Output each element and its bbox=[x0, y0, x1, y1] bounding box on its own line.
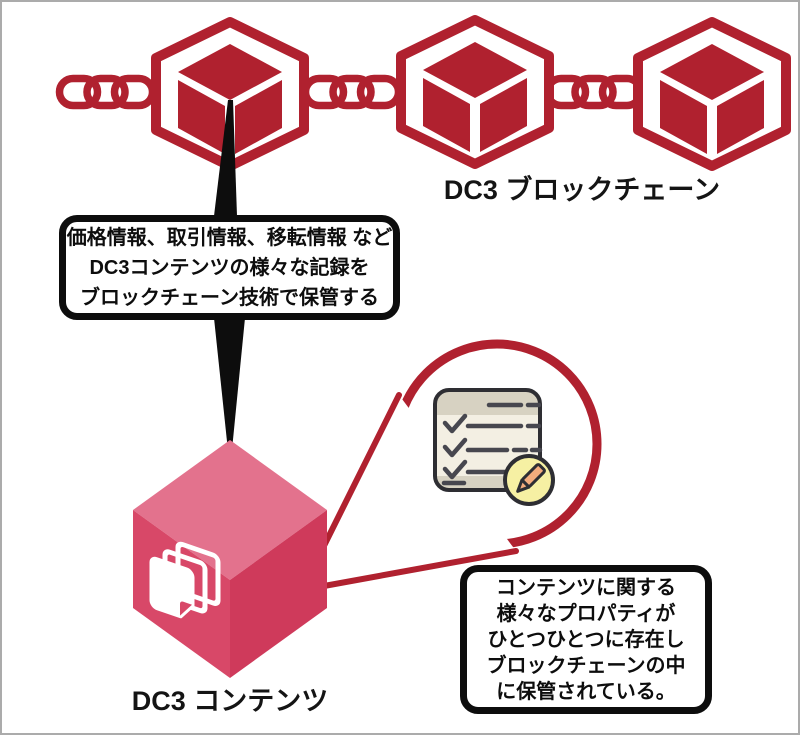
callout-line: ひとつひとつに存在し bbox=[487, 628, 685, 651]
callout-line: ブロックチェーンの中 bbox=[486, 654, 686, 677]
chain-link-icon bbox=[548, 79, 641, 106]
callout-line: コンテンツに関する bbox=[496, 576, 676, 599]
chain-link-icon bbox=[60, 79, 153, 106]
documents-icon bbox=[149, 541, 221, 619]
blockchain-label: DC3 ブロックチェーン bbox=[443, 175, 721, 205]
callout-line: ブロックチェーン技術で保管する bbox=[80, 286, 379, 309]
blockchain-cube-icon bbox=[638, 22, 786, 166]
callout-line: 様々なプロパティが bbox=[496, 602, 676, 625]
callout-line: に保管されている。 bbox=[496, 680, 676, 703]
chain-link-icon bbox=[306, 79, 399, 106]
pencil-icon bbox=[503, 454, 555, 506]
content-cube-icon bbox=[133, 440, 327, 678]
callout-line: 価格情報、取引情報、移転情報 など bbox=[66, 226, 393, 249]
properties-callout: コンテンツに関する 様々なプロパティが ひとつひとつに存在し ブロックチェーンの… bbox=[460, 565, 712, 714]
callout-line: DC3コンテンツの様々な記録を bbox=[89, 256, 370, 279]
pointer-wedge-bottom bbox=[214, 318, 245, 470]
pointer-wedge-top bbox=[214, 100, 237, 216]
content-cube-label: DC3 コンテンツ bbox=[131, 686, 329, 716]
price-info-callout: 価格情報、取引情報、移転情報 など DC3コンテンツの様々な記録を ブロックチェ… bbox=[59, 215, 400, 320]
blockchain-cube-icon bbox=[401, 20, 549, 164]
